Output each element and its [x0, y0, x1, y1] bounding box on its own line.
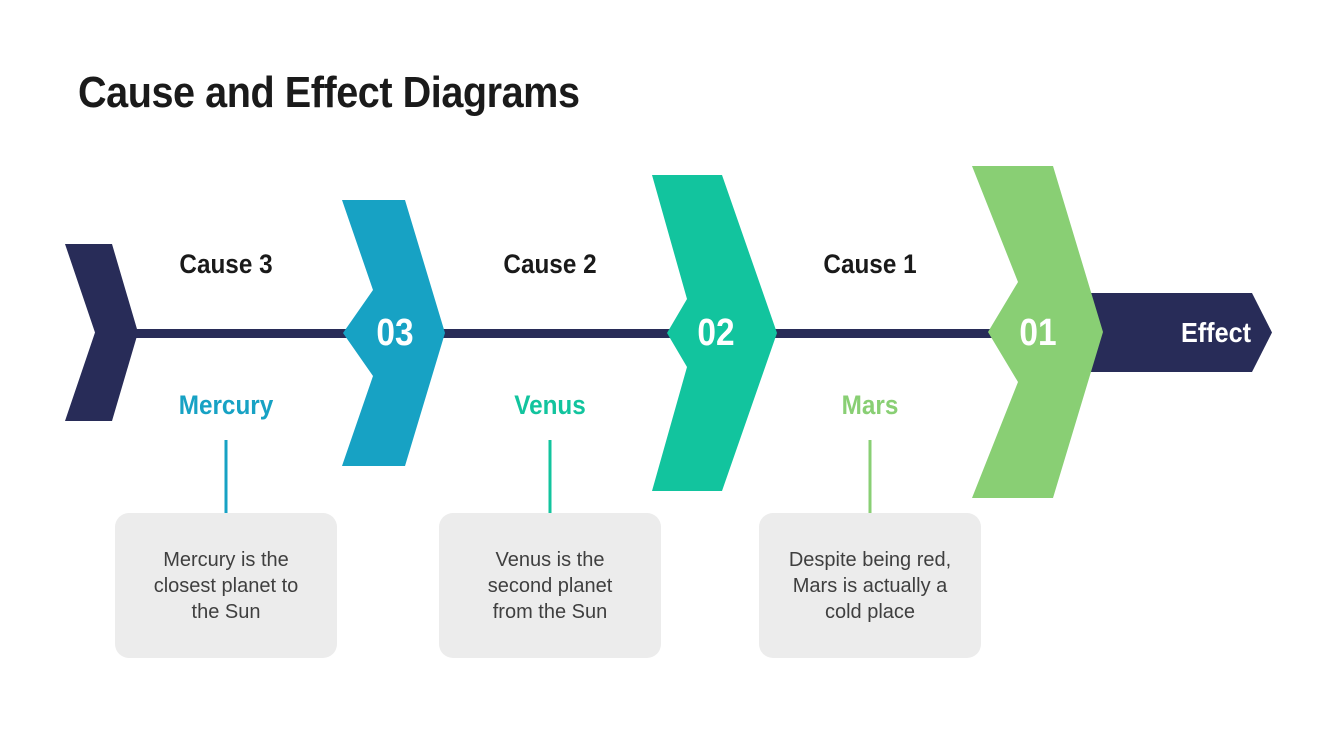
- mercury-connector-line: [224, 440, 228, 514]
- mercury-description-text: Mercury is the closest planet to the Sun: [153, 548, 299, 623]
- slide-title: Cause and Effect Diagrams: [78, 68, 580, 117]
- effect-label: Effect: [1180, 317, 1252, 348]
- venus-label: Venus: [514, 390, 586, 420]
- spine-line: [130, 329, 1175, 338]
- chevron-02: [652, 175, 777, 491]
- tail-chevron: [65, 244, 138, 421]
- mars-label: Mars: [841, 390, 899, 420]
- cause-2-label: Cause 2: [503, 249, 597, 279]
- chevron-03: [342, 200, 445, 466]
- mercury-label: Mercury: [178, 390, 274, 420]
- step-number-02: 02: [697, 312, 735, 354]
- venus-description-text: Venus is the second planet from the Sun: [487, 548, 613, 623]
- step-number-01: 01: [1019, 312, 1057, 354]
- venus-description-box: Venus is the second planet from the Sun: [439, 513, 661, 658]
- mercury-description-box: Mercury is the closest planet to the Sun: [115, 513, 337, 658]
- mars-description-box: Despite being red, Mars is actually a co…: [759, 513, 981, 658]
- mars-description-text: Despite being red, Mars is actually a co…: [788, 548, 952, 623]
- cause-3-label: Cause 3: [179, 249, 273, 279]
- cause-1-label: Cause 1: [823, 249, 917, 279]
- chevron-01: [972, 166, 1103, 498]
- venus-connector-line: [548, 440, 552, 514]
- mars-connector-line: [868, 440, 872, 514]
- step-number-03: 03: [376, 312, 414, 354]
- effect-banner: [1062, 293, 1272, 372]
